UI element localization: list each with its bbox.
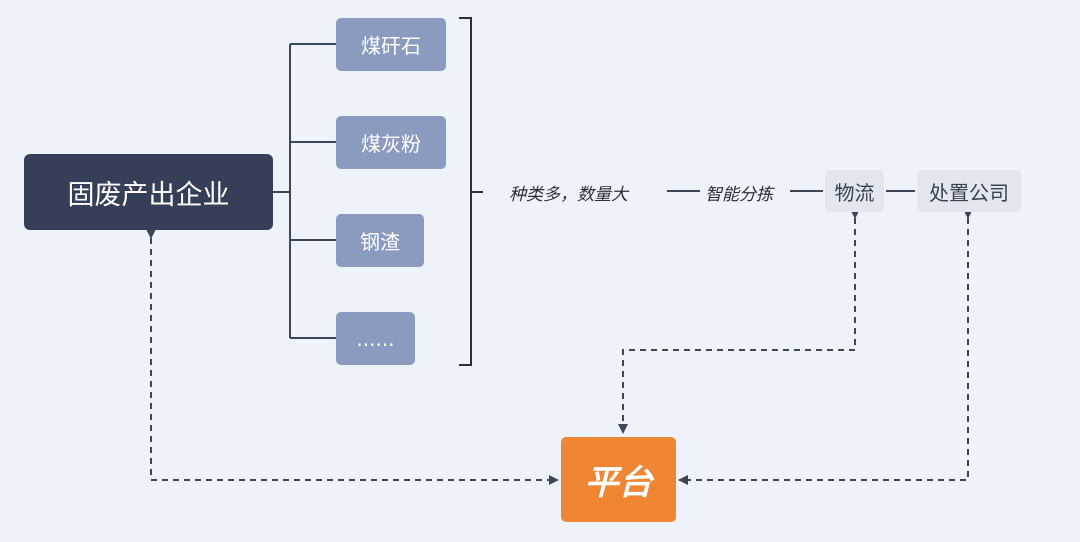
category-steel-slag-box: 钢渣 (336, 214, 424, 267)
category-fly-ash-box: 煤灰粉 (336, 116, 446, 169)
category-label: 煤灰粉 (361, 132, 421, 156)
platform-label: 平台 (584, 463, 653, 503)
category-bracket (459, 17, 483, 366)
category-more-box: ...... (336, 312, 415, 365)
category-label: 煤矸石 (361, 34, 421, 58)
logistics-label: 物流 (834, 180, 875, 205)
platform-dashed-connectors (146, 209, 973, 485)
feature-text: 种类多，数量大 (509, 185, 628, 205)
disposal-company-label: 处置公司 (929, 180, 1009, 205)
disposal-company-box: 处置公司 (917, 170, 1021, 212)
source-platform-connector (146, 229, 559, 485)
category-tree-connector (273, 43, 336, 339)
disposal-platform-connector (678, 209, 973, 485)
source-enterprise-box: 固废产出企业 (24, 154, 273, 230)
category-label: ...... (356, 326, 395, 351)
logistics-box: 物流 (825, 170, 884, 212)
category-coal-gangue-box: 煤矸石 (336, 18, 446, 71)
platform-box: 平台 (561, 437, 676, 522)
sorting-text: 智能分拣 (705, 185, 773, 205)
logistics-platform-connector (618, 209, 860, 434)
category-label: 钢渣 (360, 230, 400, 254)
source-enterprise-label: 固废产出企业 (67, 179, 230, 211)
